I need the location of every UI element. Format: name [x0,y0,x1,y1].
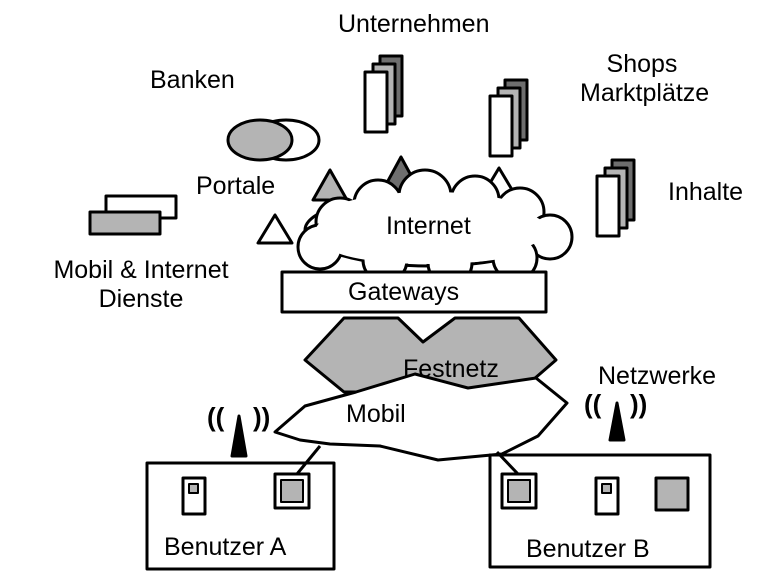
signal-waves-icon: )) [630,389,647,419]
label-mobile-services: Mobil & Internet Dienste [6,256,276,314]
mobile-services-icon [88,194,178,236]
signal-waves-icon: )) [253,402,270,432]
inhalte-documents-icon [595,158,636,238]
mobil-network [273,372,569,462]
label-shops-line2: Marktplätze [580,78,710,107]
label-festnetz: Festnetz [403,355,499,383]
label-mobile-services-line1: Mobil & Internet [53,256,229,284]
label-mobile-services-line2: Dienste [98,284,184,313]
label-shops: Shops Marktplätze [580,50,710,108]
device-square-icon [654,476,690,512]
label-netzwerke: Netzwerke [598,362,717,390]
terminal-icon [500,472,538,510]
label-benutzer-a: Benutzer A [164,533,287,561]
label-shops-line1: Shops [606,50,678,78]
signal-waves-icon: (( [207,402,225,432]
portal-triangle-icon [256,213,294,245]
signal-waves-icon: (( [584,389,602,419]
antenna-tower-icon [230,414,248,458]
portal-triangle-icon [311,168,349,202]
label-banken: Banken [150,66,235,94]
label-unternehmen: Unternehmen [338,10,490,38]
phone-icon [594,476,620,516]
phone-icon [181,476,207,516]
label-benutzer-b: Benutzer B [526,535,650,563]
label-mobil: Mobil [346,400,406,428]
label-internet: Internet [386,212,471,240]
label-gateways: Gateways [348,278,460,306]
connection-line [295,445,322,475]
label-portale: Portale [196,172,276,200]
banken-icon [226,118,321,162]
unternehmen-documents-icon [363,54,404,134]
gateways-bar [280,270,548,314]
label-inhalte: Inhalte [668,178,744,206]
internet-cloud-fill [316,192,548,264]
connection-line [495,450,520,476]
antenna-tower-icon [608,401,626,442]
shops-documents-icon [488,78,529,158]
terminal-icon [273,472,311,510]
